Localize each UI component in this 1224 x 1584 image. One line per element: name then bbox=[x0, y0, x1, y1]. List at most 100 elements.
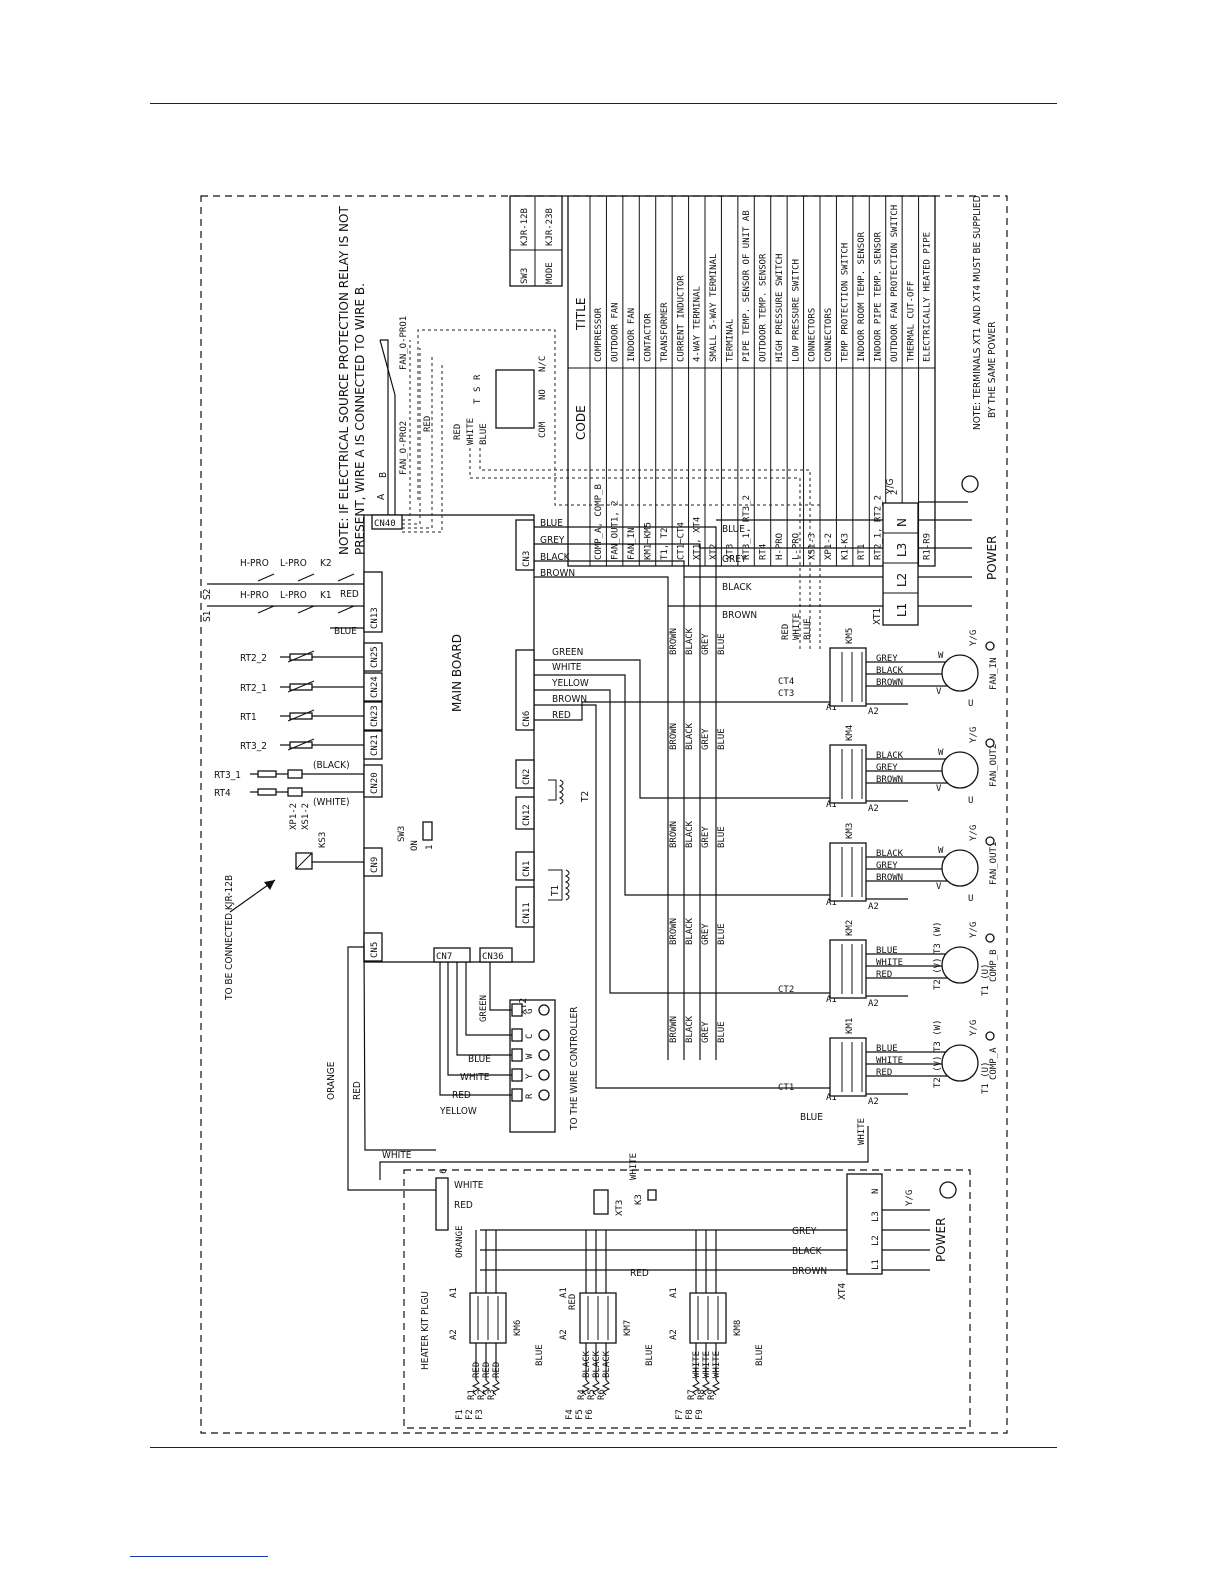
connector-label-cn5: CN5 bbox=[370, 942, 380, 958]
main-board-title: MAIN BOARD bbox=[450, 634, 464, 712]
label-km4-a2: A2 bbox=[868, 804, 879, 814]
label-km5-white: WHITE bbox=[792, 613, 802, 640]
connector-plug-rt4 bbox=[287, 787, 303, 797]
label-fan_in: FAN_IN bbox=[989, 657, 999, 690]
relay-nc: N/C bbox=[538, 356, 548, 372]
label-comp_b: COMP_B bbox=[989, 949, 999, 982]
label-ctrl-white: WHITE bbox=[460, 1072, 490, 1083]
label-xt2-r: R bbox=[525, 1093, 535, 1099]
label-ctrl-blue: BLUE bbox=[468, 1054, 491, 1065]
sw3-kjr12b: KJR-12B bbox=[520, 208, 530, 246]
heater-kit-title: HEATER KIT PLGU bbox=[420, 1291, 431, 1370]
connector-label-cn25: CN25 bbox=[370, 646, 380, 668]
label-fan_out2-u: U bbox=[968, 796, 973, 806]
legend-title-cell: TERMINAL bbox=[726, 319, 736, 362]
label-comp_a-t1: T1 (U) bbox=[981, 1061, 991, 1094]
relay-no: NO bbox=[538, 389, 548, 400]
xt2-slot-c bbox=[511, 1028, 523, 1042]
label-heater-white: WHITE bbox=[454, 1180, 484, 1191]
label-comp_b-t2: T2 (V) bbox=[933, 957, 943, 990]
label-f3: F3 bbox=[475, 1409, 485, 1420]
wire-white-top bbox=[379, 1126, 869, 1180]
sensor-rt3_1 bbox=[257, 770, 277, 778]
label-km6-a1: A1 bbox=[449, 1287, 459, 1298]
xt2-slot-g bbox=[511, 1003, 523, 1017]
label-rt3_2: RT3_2 bbox=[240, 741, 267, 752]
label-r8: R8 bbox=[697, 1389, 707, 1400]
label-km6-blue: BLUE bbox=[535, 1344, 545, 1366]
label-bus-blue-1: BLUE bbox=[717, 728, 727, 750]
connector-cn13 bbox=[363, 571, 383, 633]
legend-title-cell: CONNECTORS bbox=[824, 308, 834, 362]
label-bus-black-1: BLACK bbox=[685, 722, 695, 750]
label-fp-blue: BLUE bbox=[479, 423, 489, 445]
relay-t: T bbox=[473, 398, 483, 404]
label-ct3: CT3 bbox=[778, 689, 794, 699]
legend-title-cell: SMALL 5-WAY TERMINAL bbox=[709, 254, 719, 362]
wire-cn6-brown bbox=[534, 704, 830, 1089]
label-a: A bbox=[376, 493, 387, 500]
label-connect-note: TO BE CONNECTED KJR-12B bbox=[224, 875, 235, 1001]
xt4-label: XT4 bbox=[837, 1283, 848, 1300]
wire-cn6-red bbox=[534, 701, 830, 721]
label-fan_out1-v: V bbox=[936, 882, 942, 892]
connector-label-cn2: CN2 bbox=[522, 769, 532, 785]
xt2-screw-y bbox=[538, 1069, 550, 1081]
switch-contact bbox=[257, 605, 275, 614]
label-motor-km1-red: RED bbox=[876, 1068, 892, 1078]
label-cn6-green: GREEN bbox=[552, 647, 583, 658]
xt1-l1: L1 bbox=[895, 603, 909, 617]
label-xp: XP1-2 bbox=[289, 803, 299, 830]
label-power-brown: BROWN bbox=[722, 610, 757, 621]
board-sw3-one: 1 bbox=[425, 845, 435, 850]
connector-cn2 bbox=[515, 759, 535, 789]
footer-rule bbox=[150, 1447, 1057, 1448]
label-cn13-blue: BLUE bbox=[334, 626, 357, 637]
label-comp_b-yg: Y/G bbox=[969, 922, 979, 938]
wire-xt2-yellow bbox=[439, 962, 512, 1096]
label-r9: R9 bbox=[707, 1389, 717, 1400]
label-ct1: CT1 bbox=[778, 1083, 794, 1093]
label-ctrl-yellow: YELLOW bbox=[439, 1106, 477, 1117]
label-fan_in-u: U bbox=[968, 699, 973, 709]
heater-resistor bbox=[701, 1379, 711, 1396]
ground-icon-xt4 bbox=[939, 1181, 957, 1199]
label-cn3-brown: BROWN bbox=[540, 568, 575, 579]
label-bus-grey-1: GREY bbox=[701, 728, 711, 750]
connector-label-cn20: CN20 bbox=[370, 772, 380, 794]
wire-cn6-green bbox=[534, 659, 830, 799]
ground-fan_out1 bbox=[985, 836, 995, 846]
label-f1: F1 bbox=[455, 1409, 465, 1420]
heater-resistor bbox=[711, 1379, 721, 1396]
label-k1-2: K1 bbox=[320, 590, 332, 601]
wire-cn3-grey bbox=[534, 543, 701, 1060]
contactor-km1 bbox=[829, 1037, 867, 1097]
label-bus-black-3: BLACK bbox=[685, 917, 695, 945]
xt2-label: XT2 bbox=[518, 998, 529, 1015]
contactor-km5 bbox=[829, 647, 867, 707]
label-km1-a1: A1 bbox=[826, 1093, 837, 1103]
label-lpro-1: L-PRO bbox=[280, 590, 307, 601]
wire-dashed-fanpro bbox=[402, 356, 433, 529]
ground-comp_a bbox=[985, 1031, 995, 1041]
label-r6: R6 bbox=[597, 1389, 607, 1400]
relay-s: S bbox=[473, 387, 483, 392]
legend-code-cell: XP1-2 bbox=[824, 533, 834, 560]
label-xt2-c: C bbox=[525, 1034, 535, 1039]
footer-link-underline[interactable] bbox=[130, 1556, 268, 1557]
motor-comp_b bbox=[941, 946, 979, 984]
xt2-slot-w bbox=[511, 1048, 523, 1062]
heater-power: POWER bbox=[934, 1218, 948, 1262]
label-heater-red3: RED bbox=[630, 1268, 649, 1279]
label-xt4-yg: Y/G bbox=[905, 1190, 915, 1206]
heater-resistor bbox=[591, 1379, 601, 1396]
label-km8: KM8 bbox=[733, 1320, 743, 1336]
xt2-screw-w bbox=[538, 1049, 550, 1061]
heater-plug bbox=[435, 1177, 449, 1231]
label-km5-a2: A2 bbox=[868, 707, 879, 717]
legend-title-cell: INDOOR FAN bbox=[627, 308, 637, 362]
label-f2: F2 bbox=[465, 1409, 475, 1420]
label-k3: K3 bbox=[634, 1194, 644, 1205]
motor-fan_out1 bbox=[941, 849, 979, 887]
sensor-slash-rt1 bbox=[287, 709, 315, 722]
